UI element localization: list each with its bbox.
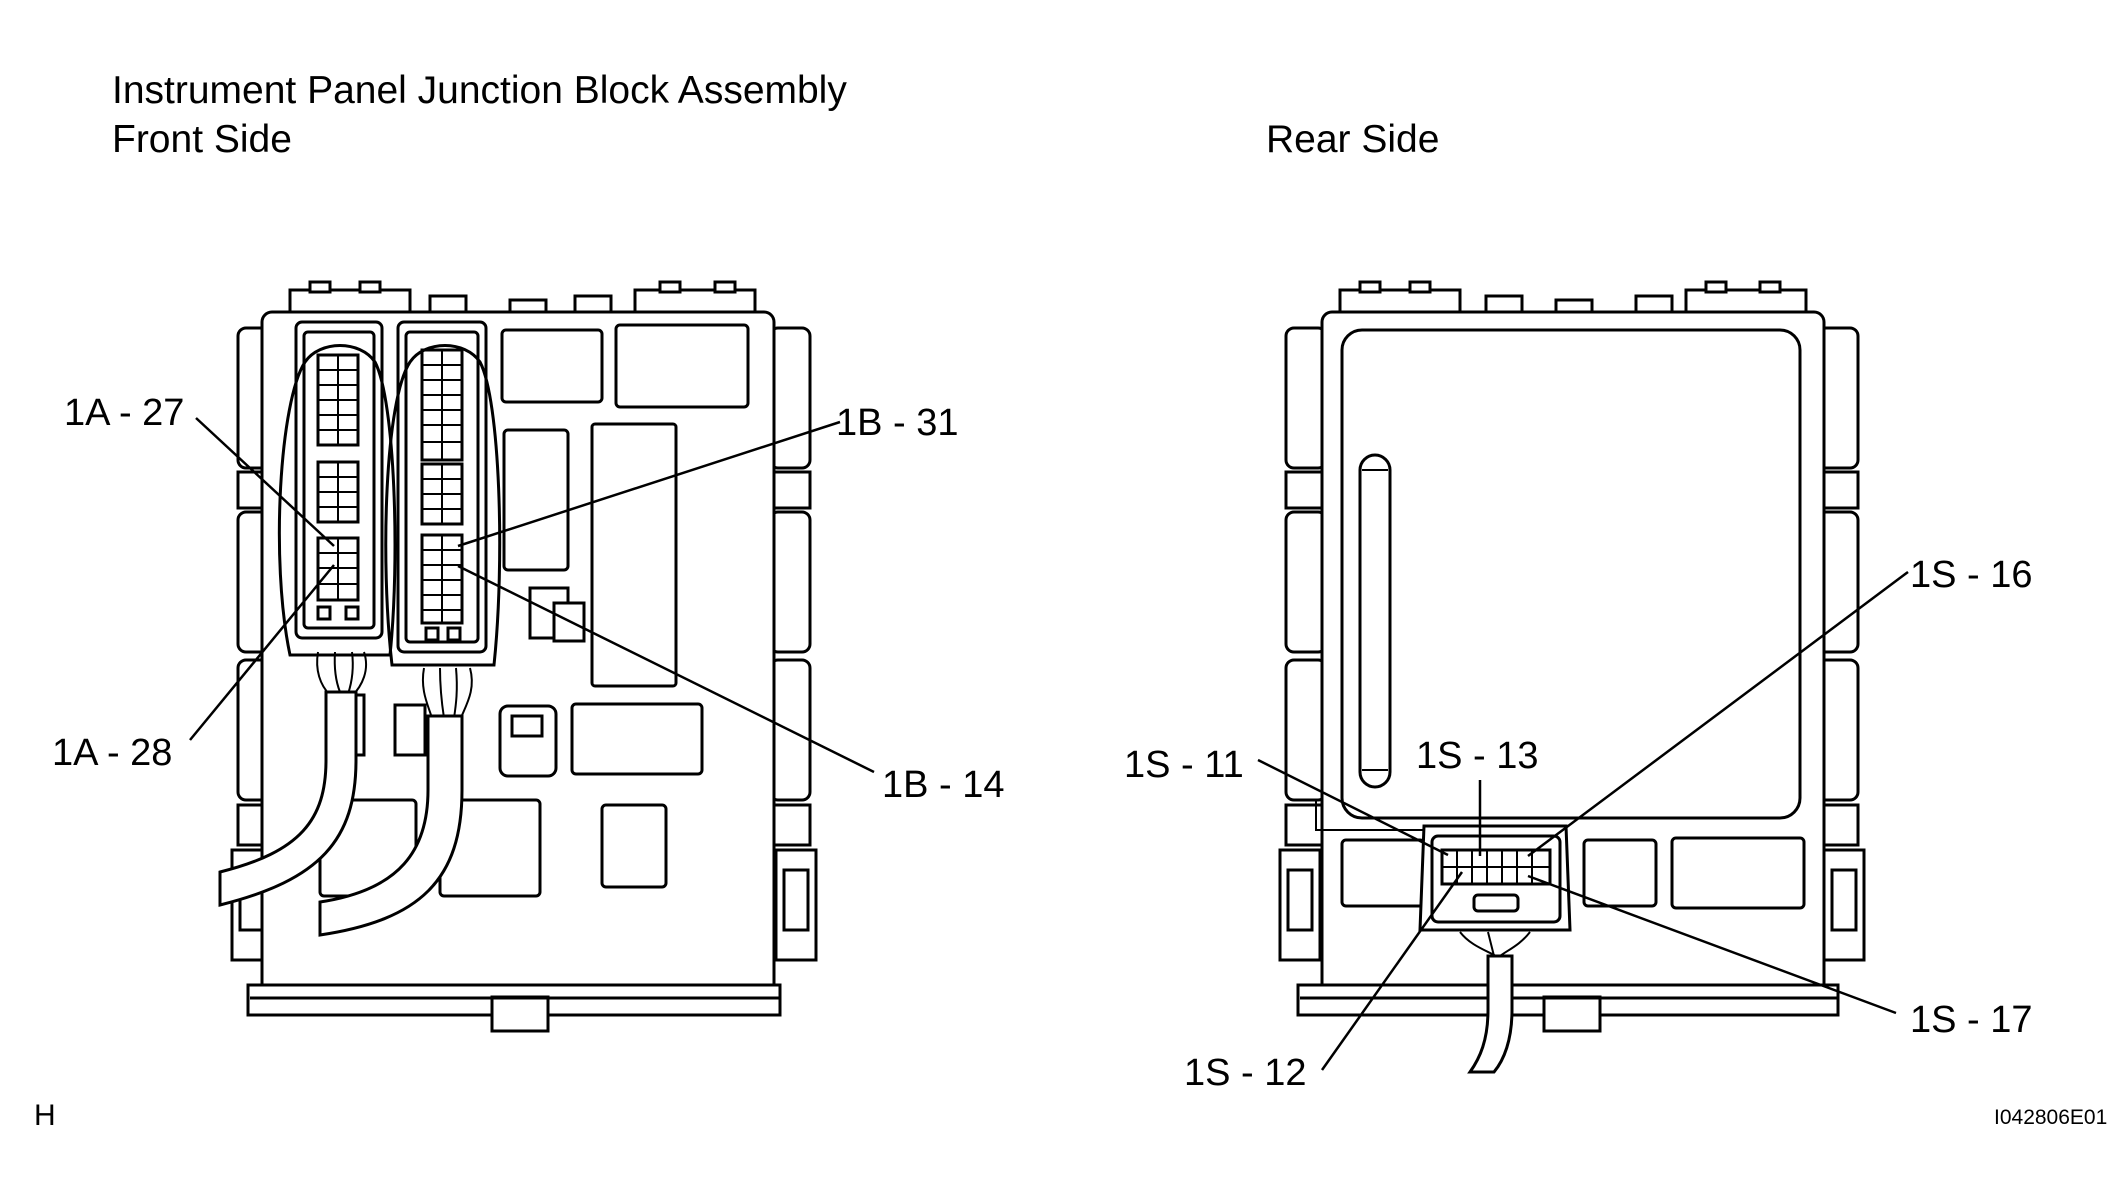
rear-top-tabs [1338, 280, 1808, 314]
figure-code: I042806E01 [1994, 1106, 2107, 1129]
rear-callouts: 1S - 11 1S - 13 1S - 16 1S - 17 1S - 12 [1124, 554, 2033, 1094]
rear-latch-slot [1358, 453, 1392, 789]
rear-side-heading: Rear Side [1266, 118, 1439, 161]
rear-wire-harness [1459, 931, 1531, 1074]
leader-1s-17 [1527, 874, 1897, 1015]
front-top-tabs [288, 280, 757, 314]
connector-1a [277, 320, 397, 657]
leader-1b-31 [457, 420, 841, 548]
callout-1s-12: 1S - 12 [1184, 1052, 1307, 1094]
callout-1a-27: 1A - 27 [64, 392, 184, 434]
front-bottom-tab [490, 995, 550, 1033]
rear-bottom-tab [1542, 995, 1602, 1033]
callout-1s-17: 1S - 17 [1910, 999, 2033, 1041]
leader-1a-27 [195, 417, 335, 547]
front-junction-block [218, 280, 818, 1033]
leader-1s-16 [1527, 570, 1909, 858]
leader-1b-14 [457, 564, 875, 774]
diagram-title: Instrument Panel Junction Block Assembly [112, 69, 847, 112]
corner-letter: H [34, 1099, 56, 1132]
rear-junction-block [1278, 280, 1866, 1074]
front-side-heading: Front Side [112, 118, 292, 161]
callout-1s-13: 1S - 13 [1416, 735, 1539, 777]
callout-1s-16: 1S - 16 [1910, 554, 2033, 596]
leader-1a-28 [189, 564, 335, 741]
callout-1s-11: 1S - 11 [1124, 744, 1244, 786]
connector-1b [384, 320, 502, 667]
leader-1s-11 [1257, 758, 1449, 857]
rear-left-tabs [1278, 326, 1328, 962]
front-right-tabs [768, 326, 818, 962]
callout-1a-28: 1A - 28 [52, 732, 172, 774]
rear-cover-panel [1340, 328, 1802, 820]
leader-1s-12 [1320, 871, 1464, 1071]
front-callouts: 1A - 27 1A - 28 1B - 31 1B - 14 [52, 392, 1005, 806]
callout-1b-14: 1B - 14 [882, 764, 1005, 806]
front-wire-harness [218, 651, 473, 937]
callout-1b-31: 1B - 31 [836, 402, 959, 444]
